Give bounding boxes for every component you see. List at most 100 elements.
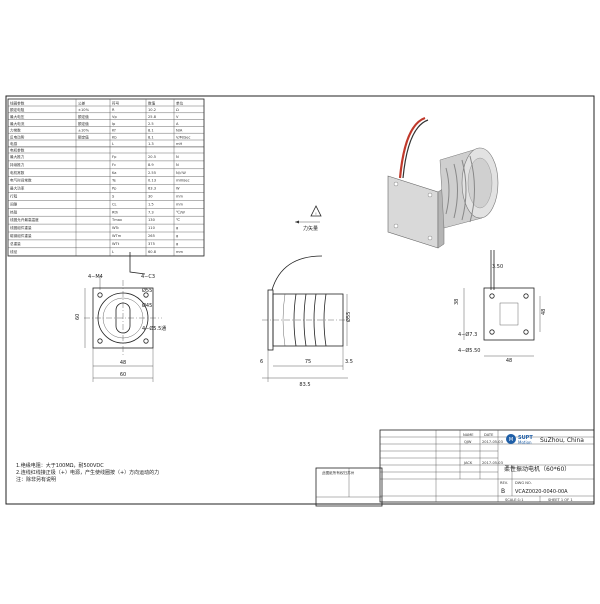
svg-text:2017-05-03: 2017-05-03 bbox=[482, 461, 503, 465]
spec-cell: 1.3 bbox=[148, 142, 154, 146]
spec-cell: A bbox=[176, 122, 179, 126]
dim-rear-lead: 3.50 bbox=[492, 264, 503, 270]
spec-cell: Ka bbox=[112, 171, 117, 175]
spec-cell: 力常数 bbox=[10, 128, 21, 133]
spec-cell: 额定值 bbox=[78, 134, 89, 139]
note-2: 2.连线红线接正极（+）电源，产生使线圈按（+）方向运动的力 bbox=[16, 469, 159, 476]
svg-text:SCALE:1:1: SCALE:1:1 bbox=[505, 498, 524, 502]
spec-cell: 30 bbox=[148, 195, 153, 199]
spec-cell: 额定值 bbox=[78, 121, 89, 126]
dim-end-od: Ø55 bbox=[142, 287, 152, 294]
svg-text:REV.: REV. bbox=[500, 481, 508, 485]
spec-cell: Ip bbox=[112, 122, 116, 126]
dim-end-pcd: Ø45 bbox=[142, 302, 152, 309]
dim-rear-height: 38 bbox=[454, 299, 460, 305]
spec-cell: 60.8 bbox=[148, 250, 157, 254]
force-direction-label: 力矢量 bbox=[303, 225, 318, 232]
spec-cell: 2.55 bbox=[148, 171, 156, 175]
dim-end-height: 60 bbox=[75, 314, 81, 320]
drawing-number: VCAZ0020-0040-00A bbox=[515, 489, 568, 495]
spec-cell: 线圈允许最高温度 bbox=[10, 217, 39, 222]
spec-cell: millisec bbox=[176, 179, 190, 183]
spec-cell: 最大推力 bbox=[10, 154, 25, 159]
spec-cell: g bbox=[176, 242, 178, 246]
spec-header: 线圈参数 bbox=[10, 101, 25, 106]
spec-cell: 2.5 bbox=[148, 122, 154, 126]
svg-text:SHEET 1 OF 1: SHEET 1 OF 1 bbox=[548, 498, 573, 502]
spec-cell: ±10% bbox=[78, 108, 90, 112]
svg-text:2017-05-03: 2017-05-03 bbox=[482, 440, 503, 444]
spec-cell: 7.3 bbox=[148, 210, 154, 214]
dim-end-hole: 4−M4 bbox=[88, 274, 103, 280]
spec-cell: 8.9 bbox=[148, 163, 154, 167]
spec-section-title: 电机参数 bbox=[10, 148, 25, 153]
force-direction-indicator: ! 力矢量 bbox=[295, 205, 322, 232]
spec-cell: N/√W bbox=[176, 171, 186, 175]
spec-cell: R bbox=[112, 108, 115, 112]
dim-rear-hole1: 4−Ø7.3 bbox=[458, 331, 477, 338]
side-view: Ø55 6 75 3.5 83.5 bbox=[260, 255, 353, 388]
spec-cell: 110 bbox=[148, 226, 156, 230]
dim-end-depth: 4−Ø5.5通 bbox=[142, 325, 166, 332]
dim-rear-width: 48 bbox=[506, 358, 512, 364]
revision-letter: B bbox=[501, 488, 505, 495]
dim-rear-pitch: 48 bbox=[541, 309, 547, 315]
spec-cell: V bbox=[176, 115, 179, 119]
spec-cell: 265 bbox=[148, 234, 155, 238]
spec-cell: 线径 bbox=[10, 249, 18, 254]
spec-cell: 行程 bbox=[10, 194, 18, 199]
spec-cell: Pp bbox=[112, 187, 117, 191]
spec-cell: 电机常数 bbox=[10, 170, 25, 175]
spec-cell: Tmax bbox=[111, 218, 123, 222]
spec-cell: W bbox=[176, 187, 180, 191]
svg-text:!: ! bbox=[315, 212, 316, 216]
spec-cell: 8.1 bbox=[148, 135, 154, 139]
spec-cell: 63.3 bbox=[148, 187, 156, 191]
svg-text:NAME: NAME bbox=[463, 433, 474, 437]
dim-side-overall: 83.5 bbox=[299, 382, 310, 388]
svg-text:DATE: DATE bbox=[484, 433, 494, 437]
sheet-border bbox=[5, 95, 595, 505]
spec-cell: 电气时间常数 bbox=[10, 178, 32, 183]
spec-cell: 最大电流 bbox=[10, 121, 25, 126]
spec-cell: 热阻 bbox=[10, 209, 18, 214]
spec-cell: 8.1 bbox=[148, 129, 154, 133]
spec-cell: WTt bbox=[112, 242, 120, 246]
spec-cell: L bbox=[112, 250, 114, 254]
spec-cell: Kb bbox=[112, 135, 117, 139]
spec-cell: V/M/Sec bbox=[176, 135, 190, 139]
spec-cell: Te bbox=[111, 179, 117, 183]
dim-end-inner: 48 bbox=[120, 360, 126, 366]
svg-text:DWG NO.: DWG NO. bbox=[515, 481, 532, 485]
spec-cell: g bbox=[176, 226, 178, 230]
spec-cell: 0.13 bbox=[148, 179, 156, 183]
spec-header: 单位 bbox=[176, 101, 184, 106]
spec-cell: 25.8 bbox=[148, 115, 157, 119]
spec-cell: Fc bbox=[112, 163, 116, 167]
spec-cell: mm bbox=[176, 195, 184, 199]
spec-cell: ℃ bbox=[176, 218, 180, 222]
spec-cell: mm bbox=[176, 250, 184, 254]
spec-cell: 20.5 bbox=[148, 155, 156, 159]
svg-text:SUPT: SUPT bbox=[518, 435, 533, 441]
spec-cell: 最大功率 bbox=[10, 186, 25, 191]
spec-cell: mH bbox=[176, 142, 183, 146]
spec-header: 公差 bbox=[78, 101, 86, 106]
revision-block: 此图纸所有权归苏州 bbox=[315, 467, 383, 507]
dim-side-body: 75 bbox=[305, 359, 311, 365]
checker: JACK bbox=[463, 461, 473, 465]
isometric-view bbox=[387, 116, 499, 249]
dim-end-width: 60 bbox=[120, 372, 126, 378]
spec-cell: Fp bbox=[112, 155, 117, 159]
dim-rear-hole2: 4−Ø5.50 bbox=[458, 347, 480, 354]
spec-cell: 375 bbox=[148, 242, 155, 246]
spec-header: 符号 bbox=[112, 101, 120, 106]
svg-text:Motion: Motion bbox=[518, 440, 532, 445]
spec-cell: mm bbox=[176, 202, 184, 206]
spec-cell: 130 bbox=[148, 218, 156, 222]
company-logo: M SUPT Motion bbox=[506, 434, 533, 445]
spec-cell: ℃/W bbox=[176, 210, 185, 214]
spec-cell: WTm bbox=[112, 234, 122, 238]
